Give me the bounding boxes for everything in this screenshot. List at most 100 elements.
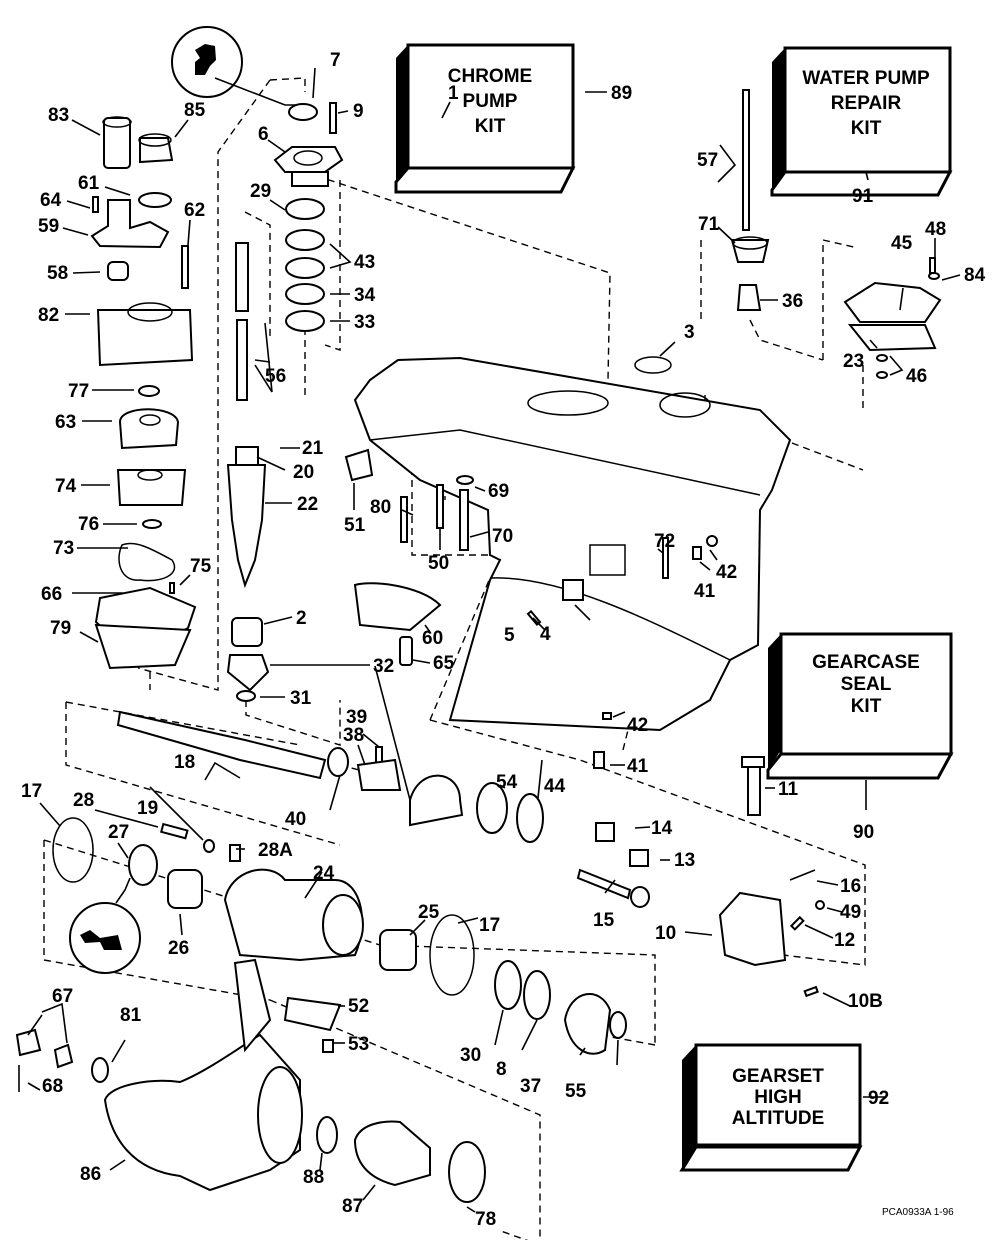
callout-36[interactable]: 36 bbox=[782, 291, 803, 312]
callout-41[interactable]: 41 bbox=[694, 581, 716, 602]
callout-25[interactable]: 25 bbox=[418, 902, 440, 923]
callout-92[interactable]: 92 bbox=[868, 1088, 889, 1109]
callout-70[interactable]: 70 bbox=[492, 526, 513, 547]
callout-69[interactable]: 69 bbox=[488, 481, 509, 502]
callout-5[interactable]: 5 bbox=[504, 625, 515, 646]
callout-65[interactable]: 65 bbox=[433, 653, 455, 674]
callout-18[interactable]: 18 bbox=[174, 752, 195, 773]
callout-24[interactable]: 24 bbox=[313, 863, 335, 884]
kit-label-line: ALTITUDE bbox=[732, 1108, 825, 1129]
callout-11[interactable]: 11 bbox=[778, 779, 799, 800]
callout-2[interactable]: 2 bbox=[296, 608, 307, 629]
callout-10B[interactable]: 10B bbox=[848, 991, 883, 1012]
callout-41-lower[interactable]: 41 bbox=[627, 756, 649, 777]
callout-82[interactable]: 82 bbox=[38, 305, 59, 326]
kit-box-gearcase-seal[interactable]: GEARCASE SEAL KIT bbox=[766, 632, 954, 780]
callout-39[interactable]: 39 bbox=[346, 707, 367, 728]
callout-27[interactable]: 27 bbox=[108, 822, 129, 843]
callout-15[interactable]: 15 bbox=[593, 910, 615, 931]
callout-45[interactable]: 45 bbox=[891, 233, 913, 254]
callout-13[interactable]: 13 bbox=[674, 850, 695, 871]
callout-49[interactable]: 49 bbox=[840, 902, 861, 923]
callout-85[interactable]: 85 bbox=[184, 100, 206, 121]
callout-61[interactable]: 61 bbox=[78, 173, 100, 194]
kit-box-chrome-pump[interactable]: CHROME PUMP KIT bbox=[394, 43, 576, 194]
callout-12[interactable]: 12 bbox=[834, 930, 855, 951]
callout-91[interactable]: 91 bbox=[852, 186, 874, 207]
callout-23[interactable]: 23 bbox=[843, 351, 864, 372]
callout-43[interactable]: 43 bbox=[354, 252, 375, 273]
callout-46[interactable]: 46 bbox=[906, 366, 927, 387]
callout-75[interactable]: 75 bbox=[190, 556, 212, 577]
callout-8[interactable]: 8 bbox=[496, 1059, 507, 1080]
callout-26[interactable]: 26 bbox=[168, 938, 189, 959]
callout-51[interactable]: 51 bbox=[344, 515, 366, 536]
callout-29[interactable]: 29 bbox=[250, 181, 271, 202]
kit-box-gearset-high-altitude[interactable]: GEARSET HIGH ALTITUDE bbox=[679, 1043, 863, 1172]
callout-56[interactable]: 56 bbox=[265, 366, 286, 387]
callout-53[interactable]: 53 bbox=[348, 1034, 369, 1055]
callout-37[interactable]: 37 bbox=[520, 1076, 541, 1097]
callout-86[interactable]: 86 bbox=[80, 1164, 101, 1185]
callout-88[interactable]: 88 bbox=[303, 1167, 324, 1188]
callout-57[interactable]: 57 bbox=[697, 150, 718, 171]
callout-44[interactable]: 44 bbox=[544, 776, 566, 797]
callout-60[interactable]: 60 bbox=[422, 628, 443, 649]
callout-28[interactable]: 28 bbox=[73, 790, 94, 811]
callout-89[interactable]: 89 bbox=[611, 83, 632, 104]
callout-73[interactable]: 73 bbox=[53, 538, 74, 559]
callout-20[interactable]: 20 bbox=[293, 462, 314, 483]
callout-10[interactable]: 10 bbox=[655, 923, 676, 944]
callout-28A[interactable]: 28A bbox=[258, 840, 293, 861]
callout-54[interactable]: 54 bbox=[496, 772, 518, 793]
callout-83[interactable]: 83 bbox=[48, 105, 69, 126]
callout-48[interactable]: 48 bbox=[925, 219, 946, 240]
callout-42[interactable]: 42 bbox=[716, 562, 737, 583]
callout-55[interactable]: 55 bbox=[565, 1081, 587, 1102]
callout-76[interactable]: 76 bbox=[78, 514, 99, 535]
callout-19[interactable]: 19 bbox=[137, 798, 158, 819]
callout-66[interactable]: 66 bbox=[41, 584, 62, 605]
callout-90[interactable]: 90 bbox=[853, 822, 874, 843]
callout-58[interactable]: 58 bbox=[47, 263, 68, 284]
callout-7[interactable]: 7 bbox=[330, 50, 341, 71]
callout-40[interactable]: 40 bbox=[285, 809, 306, 830]
callout-38[interactable]: 38 bbox=[343, 725, 364, 746]
callout-63[interactable]: 63 bbox=[55, 412, 76, 433]
callout-30[interactable]: 30 bbox=[460, 1045, 481, 1066]
callout-34[interactable]: 34 bbox=[354, 285, 376, 306]
callout-84[interactable]: 84 bbox=[964, 265, 986, 286]
callout-6[interactable]: 6 bbox=[258, 124, 269, 145]
callout-14[interactable]: 14 bbox=[651, 818, 673, 839]
callout-80[interactable]: 80 bbox=[370, 497, 391, 518]
callout-22[interactable]: 22 bbox=[297, 494, 318, 515]
callout-17-right[interactable]: 17 bbox=[479, 915, 500, 936]
callout-72[interactable]: 72 bbox=[654, 531, 675, 552]
callout-79[interactable]: 79 bbox=[50, 618, 71, 639]
callout-59[interactable]: 59 bbox=[38, 216, 59, 237]
callout-68[interactable]: 68 bbox=[42, 1076, 63, 1097]
callout-32[interactable]: 32 bbox=[373, 656, 394, 677]
callout-87[interactable]: 87 bbox=[342, 1196, 363, 1217]
callout-77[interactable]: 77 bbox=[68, 381, 89, 402]
callout-31[interactable]: 31 bbox=[290, 688, 312, 709]
callout-78[interactable]: 78 bbox=[475, 1209, 496, 1230]
callout-81[interactable]: 81 bbox=[120, 1005, 142, 1026]
callout-64[interactable]: 64 bbox=[40, 190, 62, 211]
callout-74[interactable]: 74 bbox=[55, 476, 77, 497]
callout-9[interactable]: 9 bbox=[353, 101, 364, 122]
callout-52[interactable]: 52 bbox=[348, 996, 369, 1017]
callout-1[interactable]: 1 bbox=[448, 83, 459, 104]
callout-33[interactable]: 33 bbox=[354, 312, 375, 333]
callout-17[interactable]: 17 bbox=[21, 781, 42, 802]
callout-62[interactable]: 62 bbox=[184, 200, 205, 221]
kit-box-water-pump-repair[interactable]: WATER PUMP REPAIR KIT bbox=[770, 46, 953, 197]
callout-71[interactable]: 71 bbox=[698, 214, 720, 235]
callout-42-lower[interactable]: 42 bbox=[627, 715, 648, 736]
callout-3[interactable]: 3 bbox=[684, 322, 695, 343]
callout-50[interactable]: 50 bbox=[428, 553, 449, 574]
callout-21[interactable]: 21 bbox=[302, 438, 324, 459]
callout-67[interactable]: 67 bbox=[52, 986, 73, 1007]
callout-4[interactable]: 4 bbox=[540, 624, 551, 645]
callout-16[interactable]: 16 bbox=[840, 876, 861, 897]
